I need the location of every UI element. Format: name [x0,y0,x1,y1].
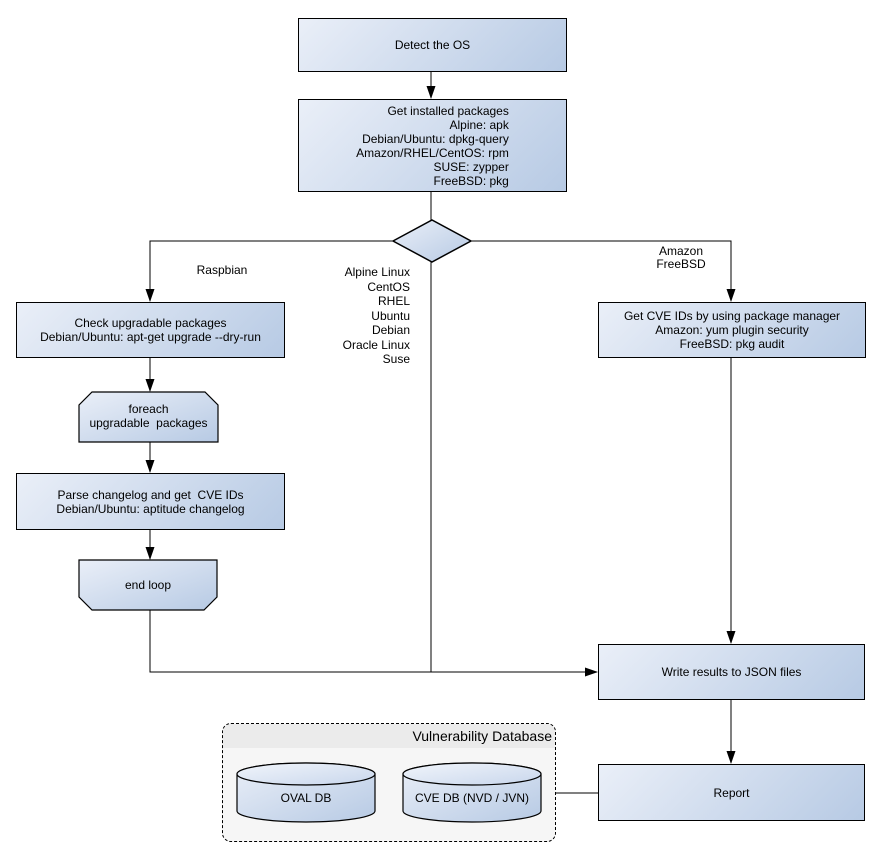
node-write-results-label: Write results to JSON files [661,665,802,679]
oval-db-label: OVAL DB [280,791,332,805]
text-line: Amazon/RHEL/CentOS: rpm [356,145,509,160]
text-line: Alpine: apk [449,117,509,132]
loop-end-label: end loop [79,578,217,592]
connector-endloop-to-write [149,610,598,677]
vulnerability-database-title-band: Vulnerability Database [223,724,555,748]
text-line: SUSE: zypper [433,159,509,174]
text-line: FreeBSD: pkg [433,173,509,188]
text-line: foreach [128,402,169,416]
os-list-item: Suse [382,352,410,366]
node-check-upgradable-packages: Check upgradable packages Debian/Ubuntu:… [16,302,285,358]
node-parse-changelog: Parse changelog and get CVE IDs Debian/U… [16,473,285,530]
node-report-label: Report [713,785,750,800]
node-get-cve-ids: Get CVE IDs by using package manager Ama… [598,302,866,358]
edge-label-os-list: Alpine Linux CentOS RHEL Ubuntu Debian O… [343,265,410,367]
os-list-item: Ubuntu [371,308,410,323]
loop-start-label: foreach upgradable packages [79,402,218,430]
vulnerability-database-title: Vulnerability Database [412,728,552,744]
text-line: FreeBSD: pkg audit [679,337,785,351]
text-line: end loop [124,578,172,592]
edge-label-amazon-freebsd: Amazon FreeBSD [641,245,721,271]
os-list-item: Alpine Linux [344,265,410,279]
edge-label-freebsd: FreeBSD [656,257,706,271]
text-line: Parse changelog and get CVE IDs [57,487,244,502]
text-line: Get CVE IDs by using package manager [623,309,841,323]
os-list-item: Debian [371,323,410,337]
node-detect-os: Detect the OS [298,18,567,72]
text-line: upgradable packages [89,416,208,430]
os-list-item: Oracle Linux [342,337,410,352]
text-line: Get installed packages [387,103,509,118]
vulnerability-database-group: Vulnerability Database [222,723,556,842]
os-list-item: CentOS [367,279,410,294]
text-line: Debian/Ubuntu: apt-get upgrade --dry-run [40,330,261,344]
decision-diamond [391,219,473,263]
node-get-installed-packages-text: Get installed packages Alpine: apk Debia… [356,104,509,188]
node-get-installed-packages: Get installed packages Alpine: apk Debia… [298,99,567,192]
text-line: Debian/Ubuntu: dpkg-query [362,131,509,146]
node-detect-os-label: Detect the OS [394,38,471,52]
node-write-results: Write results to JSON files [598,644,865,700]
node-parse-changelog-text: Parse changelog and get CVE IDs Debian/U… [56,488,244,516]
text-line: Check upgradable packages [74,316,227,330]
os-list-item: RHEL [377,294,410,308]
cve-db-label: CVE DB (NVD / JVN) [414,791,529,805]
text-line: Amazon: yum plugin security [655,323,809,337]
edge-label-raspbian: Raspbian [196,263,248,277]
node-check-upgradable-text: Check upgradable packages Debian/Ubuntu:… [40,316,261,344]
node-report: Report [598,764,865,821]
node-get-cve-ids-text: Get CVE IDs by using package manager Ama… [624,309,840,351]
text-line: Debian/Ubuntu: aptitude changelog [56,501,245,516]
